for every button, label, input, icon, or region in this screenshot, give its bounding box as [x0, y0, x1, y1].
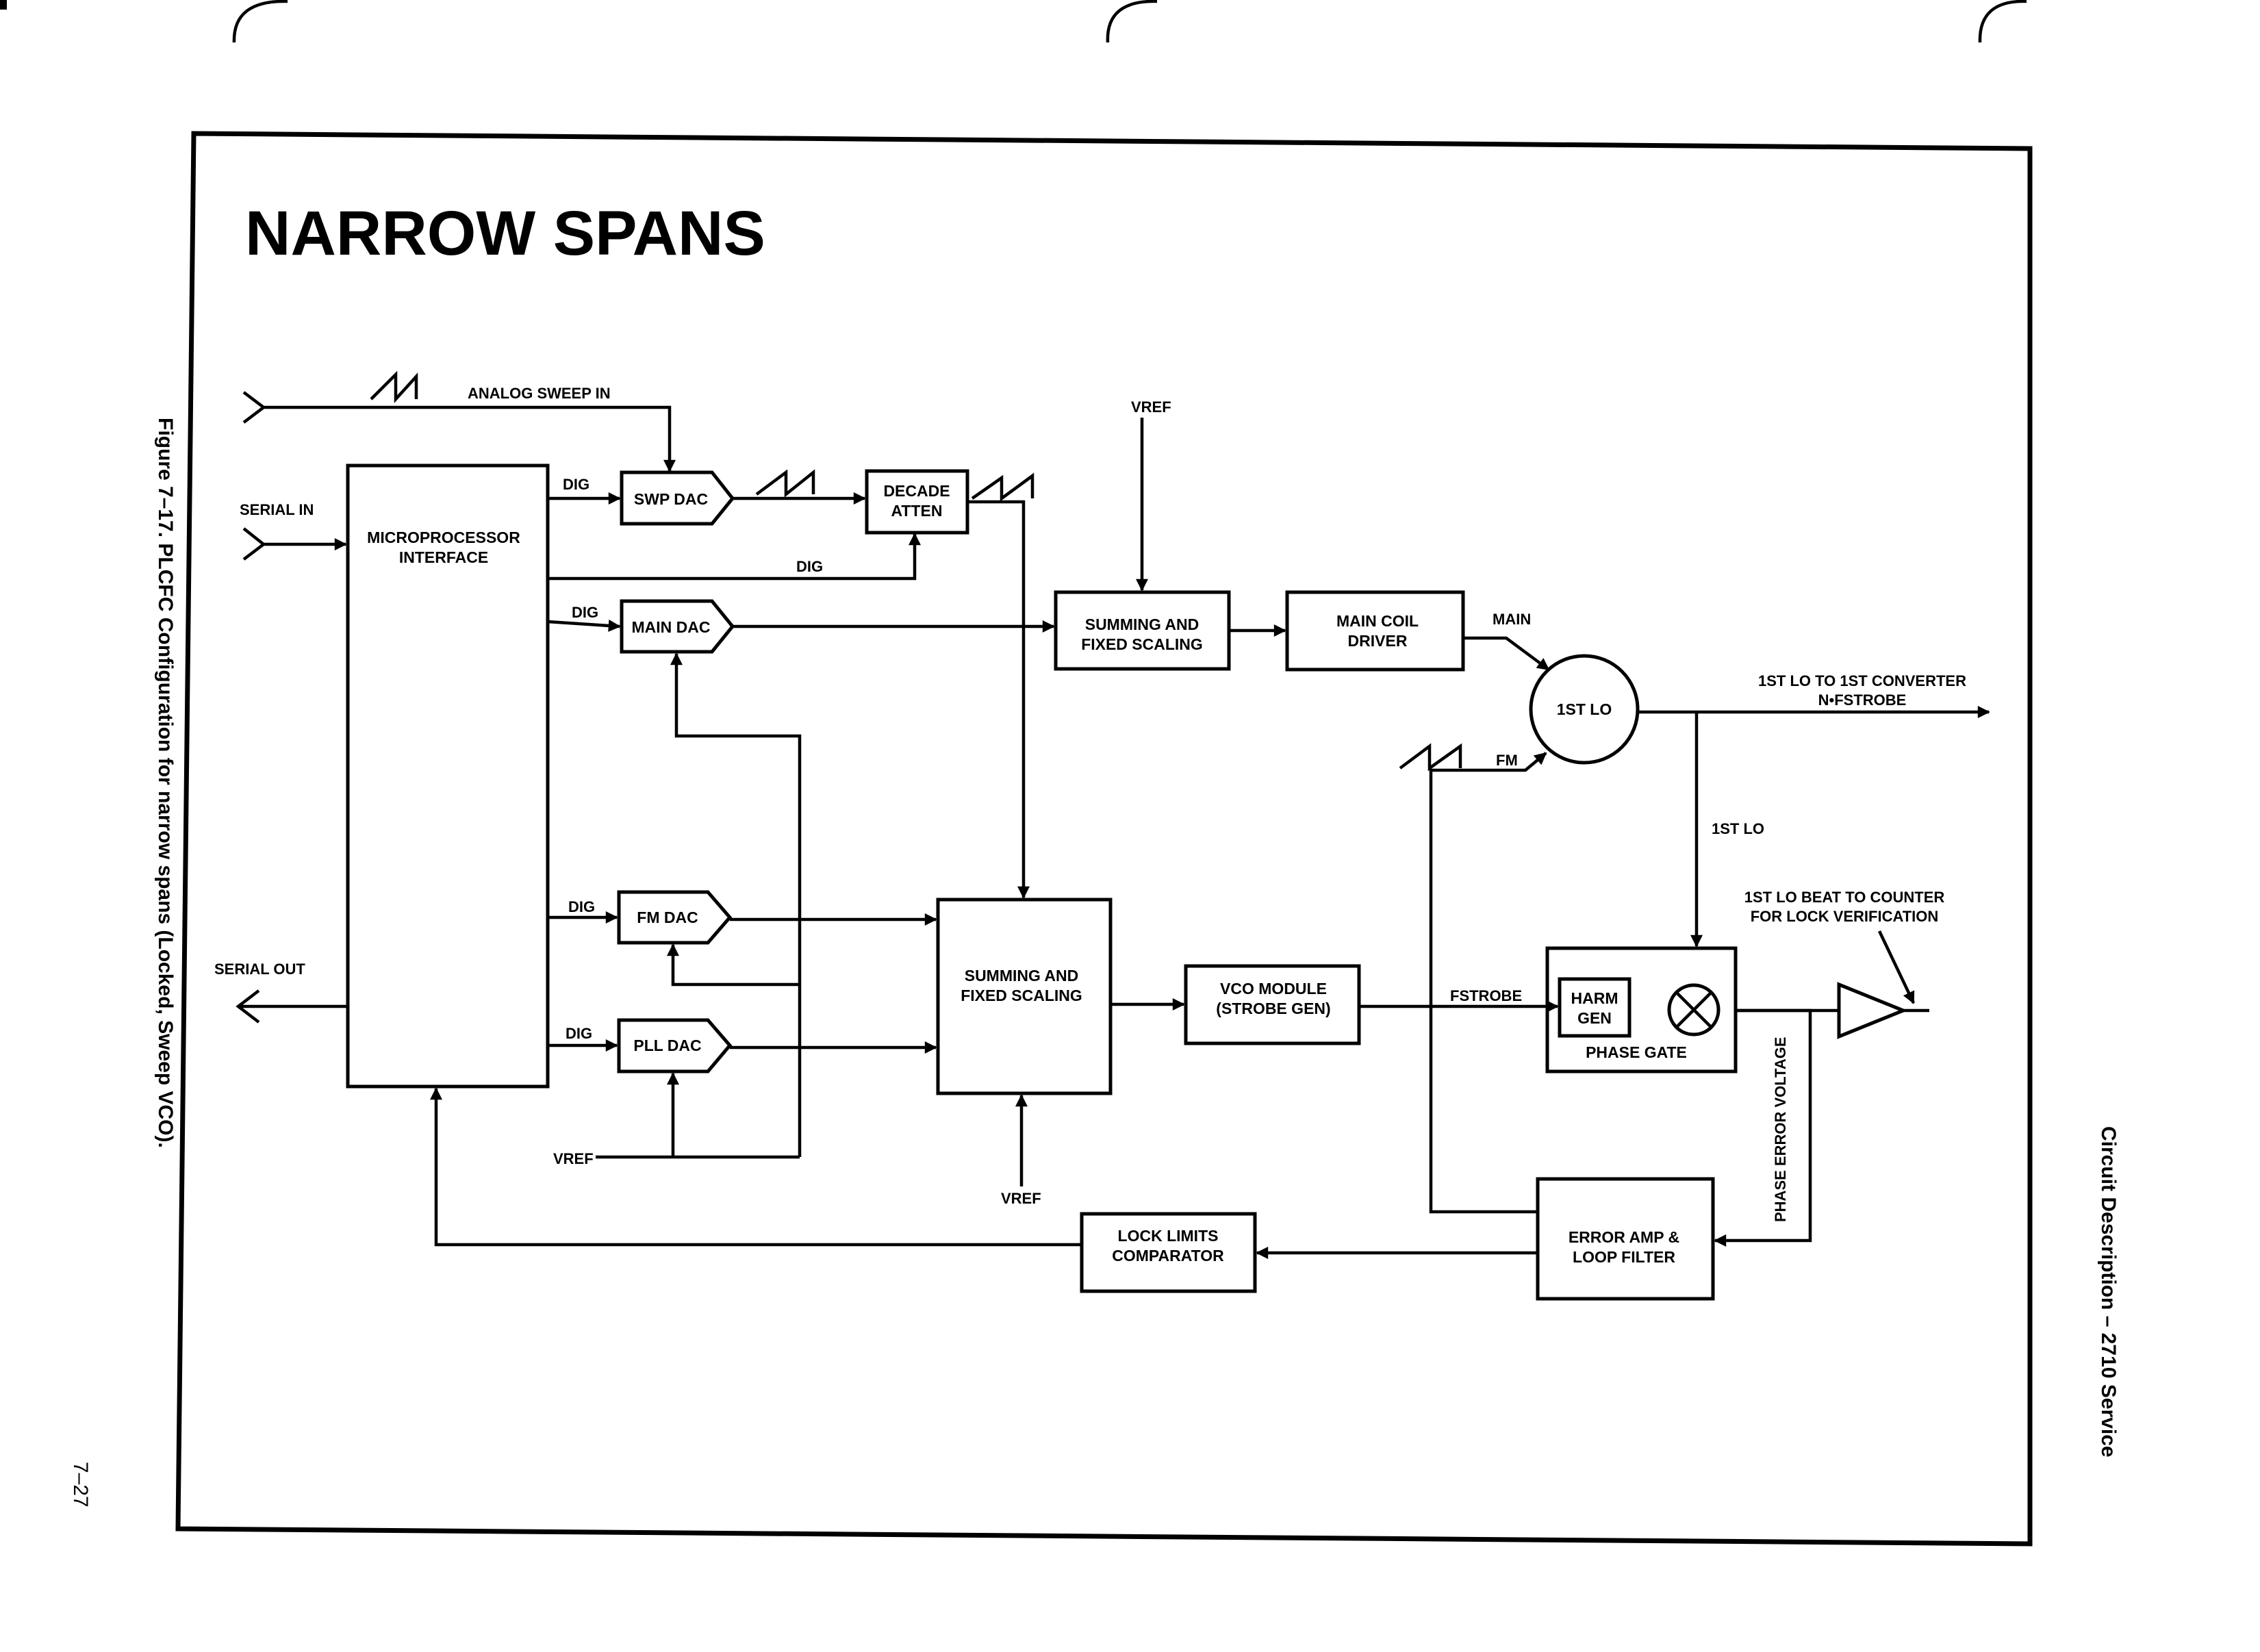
svg-text:LOCK LIMITS: LOCK LIMITS [1118, 1227, 1219, 1245]
diagram-title: NARROW SPANS [245, 199, 765, 268]
dig-label-fm: DIG [568, 898, 595, 915]
first-lo-tap-label: 1ST LO [1712, 820, 1764, 837]
sawtooth-wave-icons [370, 370, 1462, 772]
beat-counter-label: 1ST LO BEAT TO COUNTER [1744, 889, 1945, 906]
page-number: 7–27 [69, 1462, 92, 1508]
svg-text:SUMMING AND: SUMMING AND [965, 967, 1079, 984]
svg-text:PLL DAC: PLL DAC [633, 1037, 701, 1054]
vref-label-dac: VREF [553, 1150, 594, 1167]
first-lo-oscillator: 1ST LO [1529, 654, 1640, 765]
main-coil-driver-block: MAIN COIL DRIVER [1285, 590, 1465, 672]
svg-text:INTERFACE: INTERFACE [399, 548, 488, 566]
phase-gate-block: HARM GEN PHASE GATE [1545, 946, 1738, 1073]
summing-fixed-scaling-bottom-block: SUMMING AND FIXED SCALING [936, 898, 1113, 1095]
serial-in-label: SERIAL IN [240, 501, 314, 518]
signal-lines [236, 391, 1990, 1259]
svg-text:1ST LO: 1ST LO [1557, 700, 1612, 718]
svg-text:MAIN COIL: MAIN COIL [1336, 612, 1419, 630]
mixer-icon [1667, 983, 1721, 1037]
svg-text:(STROBE GEN): (STROBE GEN) [1216, 1000, 1330, 1017]
vref-label-top: VREF [1131, 398, 1171, 416]
analog-sweep-in-label: ANALOG SWEEP IN [468, 385, 611, 402]
side-header: Circuit Description – 2710 Service [2097, 1126, 2120, 1458]
svg-text:MAIN DAC: MAIN DAC [632, 618, 711, 636]
fm-dac-block: FM DAC [617, 890, 733, 945]
svg-text:ATTEN: ATTEN [891, 502, 943, 520]
svg-text:VCO MODULE: VCO MODULE [1220, 980, 1327, 997]
phase-error-voltage-label: PHASE ERROR VOLTAGE [1772, 1037, 1789, 1222]
svg-text:SWP DAC: SWP DAC [634, 490, 708, 508]
svg-text:COMPARATOR: COMPARATOR [1112, 1247, 1224, 1265]
harm-gen-label: HARM [1571, 989, 1618, 1007]
svg-text:MICROPROCESSOR: MICROPROCESSOR [367, 529, 520, 546]
pll-dac-block: PLL DAC [617, 1018, 733, 1073]
figure-caption: Figure 7–17. PLCFC Configuration for nar… [154, 418, 177, 1148]
svg-text:GEN: GEN [1577, 1009, 1612, 1027]
vref-label-bottom: VREF [1001, 1190, 1041, 1207]
main-label: MAIN [1493, 611, 1531, 628]
svg-text:FM DAC: FM DAC [637, 908, 698, 926]
svg-text:FIXED SCALING: FIXED SCALING [1081, 635, 1203, 653]
diagram-frame [175, 131, 2033, 1547]
lock-verification-label: FOR LOCK VERIFICATION [1751, 908, 1939, 925]
svg-text:ERROR AMP &: ERROR AMP & [1569, 1228, 1679, 1246]
lock-limits-comparator-block: LOCK LIMITS COMPARATOR [1080, 1212, 1257, 1293]
decade-atten-block: DECADE ATTEN [865, 469, 969, 535]
svg-text:FIXED SCALING: FIXED SCALING [961, 987, 1082, 1004]
error-amp-loop-filter-block: ERROR AMP & LOOP FILTER [1536, 1177, 1715, 1301]
dig-label-atten: DIG [796, 558, 823, 575]
svg-text:DRIVER: DRIVER [1348, 632, 1408, 650]
serial-out-label: SERIAL OUT [214, 961, 305, 978]
fstrobe-label: FSTROBE [1450, 987, 1522, 1004]
svg-text:LOOP FILTER: LOOP FILTER [1573, 1248, 1675, 1266]
swp-dac-block: SWP DAC [620, 470, 735, 526]
amplifier-triangle-icon [1837, 982, 1908, 1039]
dig-label-main: DIG [572, 604, 598, 621]
svg-text:SUMMING AND: SUMMING AND [1085, 615, 1199, 633]
summing-fixed-scaling-top-block: SUMMING AND FIXED SCALING [1054, 590, 1231, 671]
phase-gate-label: PHASE GATE [1586, 1043, 1687, 1061]
svg-text:DECADE: DECADE [883, 482, 950, 500]
first-lo-output-label: 1ST LO TO 1ST CONVERTER [1758, 672, 1966, 689]
microprocessor-interface-block: MICROPROCESSOR INTERFACE [346, 463, 550, 1089]
fm-label: FM [1496, 752, 1518, 769]
vco-module-block: VCO MODULE (STROBE GEN) [1184, 964, 1361, 1045]
signal-labels: ANALOG SWEEP IN SERIAL IN SERIAL OUT DIG… [214, 385, 1966, 1222]
dig-label-swp: DIG [563, 476, 589, 493]
scan-marks [0, 0, 2027, 43]
dig-label-pll: DIG [566, 1025, 592, 1042]
main-dac-block: MAIN DAC [620, 599, 735, 654]
n-fstrobe-label: N•FSTROBE [1818, 691, 1907, 709]
